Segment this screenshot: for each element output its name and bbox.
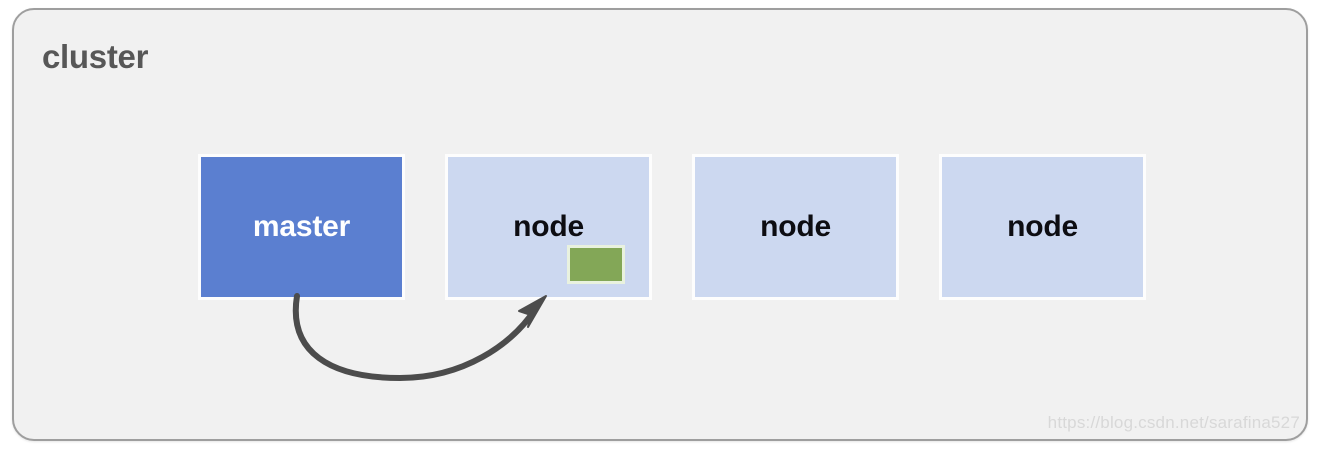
node-worker-2-label: node — [760, 210, 831, 243]
pod-rectangle[interactable] — [567, 245, 625, 284]
node-worker-3[interactable]: node — [942, 157, 1143, 297]
node-worker-1[interactable]: node — [448, 157, 649, 297]
node-worker-2[interactable]: node — [695, 157, 896, 297]
node-worker-3-label: node — [1007, 210, 1078, 243]
cluster-container: cluster master node node node https://bl… — [12, 8, 1308, 441]
node-worker-1-label: node — [513, 210, 584, 243]
watermark-text: https://blog.csdn.net/sarafina527 — [1047, 413, 1300, 432]
node-master[interactable]: master — [201, 157, 402, 297]
node-master-label: master — [252, 210, 351, 243]
cluster-title-label: cluster — [42, 38, 149, 75]
